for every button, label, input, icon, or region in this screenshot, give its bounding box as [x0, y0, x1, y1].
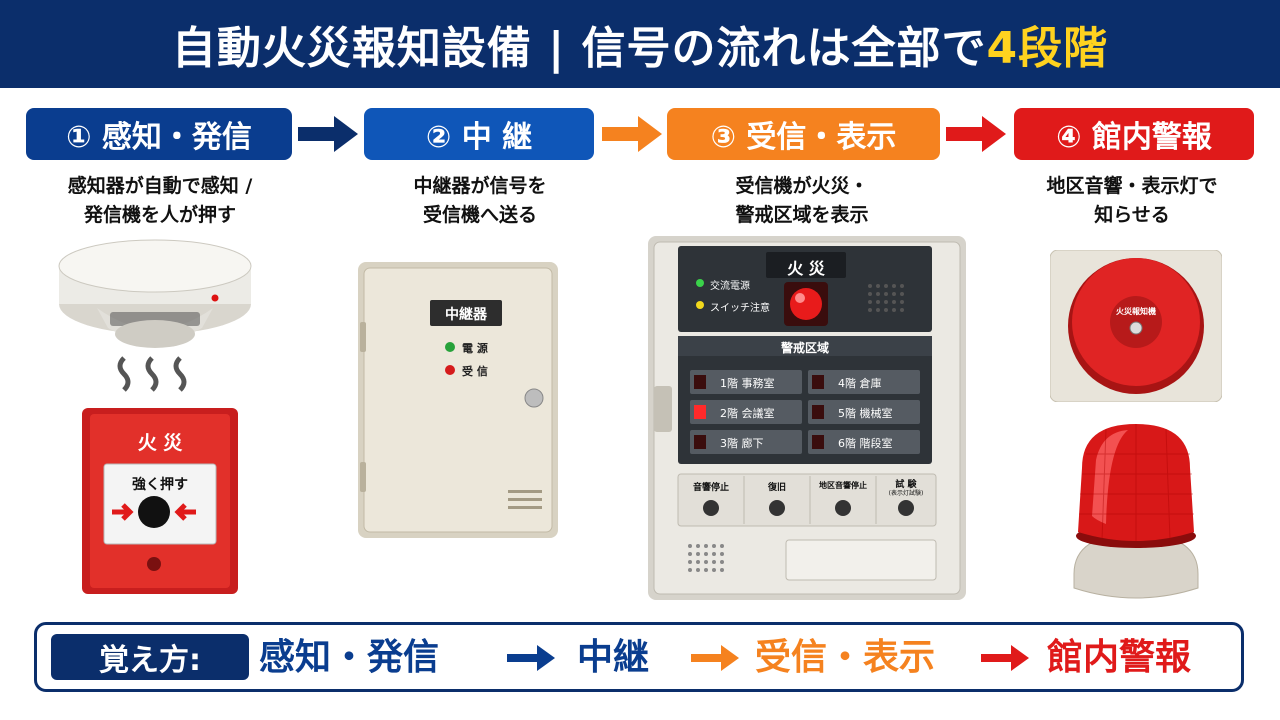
title-highlight: 4段階 — [986, 23, 1109, 74]
lamp-test-label: (表示灯試験) — [888, 490, 924, 497]
mnemonic-strip: 覚え方: 感知・発信 中継 受信・表示 館内警報 — [34, 622, 1244, 692]
indicator-lamp-icon — [1073, 424, 1199, 599]
arrow-1-icon — [298, 116, 358, 152]
area-sound-stop-label: 地区音響停止 — [819, 481, 867, 490]
mnemonic-tag: 覚え方: — [51, 634, 249, 680]
smoke-detector-icon — [58, 239, 252, 392]
header-banner: 自動火災報知設備 | 信号の流れは全部で4段階 — [0, 0, 1280, 88]
step-4-description: 地区音響・表示灯で知らせる — [1046, 175, 1218, 226]
zone-item: 5階 機械室 — [838, 407, 893, 420]
zone-item: 2階 会議室 — [720, 407, 775, 420]
mnemonic-item: 館内警報 — [1047, 637, 1192, 678]
alarm-bell: 火災報知機 — [1050, 250, 1222, 402]
reset-label: 復旧 — [767, 483, 786, 493]
step-3-label: ③ 受信・表示 — [667, 108, 940, 160]
receiver-control-panel: 火 災 交流電源 スイッチ注意 警戒区域 1階 事務室 4階 倉庫 2階 会議室… — [648, 236, 966, 600]
arrow-2-icon — [602, 116, 662, 152]
step-4-label: ④ 館内警報 — [1014, 108, 1254, 160]
zone-title-label: 警戒区域 — [780, 341, 829, 355]
mnemonic-arrow-icon — [981, 645, 1029, 671]
relay-plate-label: 中継器 — [445, 307, 487, 323]
mnemonic-arrow-icon — [691, 645, 739, 671]
test-label: 試 験 — [895, 480, 917, 490]
zone-item: 1階 事務室 — [720, 377, 775, 390]
panel-fire-label: 火 災 — [787, 259, 825, 278]
arrow-3-icon — [946, 116, 1006, 152]
zone-item: 6階 階段室 — [838, 437, 893, 450]
mnemonic-item: 感知・発信 — [259, 637, 440, 678]
sound-stop-label: 音響停止 — [692, 483, 729, 493]
relay-power-label: 電 源 — [462, 342, 488, 355]
mnemonic-item: 受信・表示 — [755, 637, 936, 678]
switch-note-label: スイッチ注意 — [710, 303, 770, 314]
station-fire-label: 火 災 — [137, 432, 183, 454]
step-2-label: ② 中 継 — [364, 108, 594, 160]
relay-receive-label: 受 信 — [462, 365, 488, 378]
mnemonic-item: 中継 — [577, 637, 650, 678]
step-1-label: ① 感知・発信 — [26, 108, 292, 160]
step-3-description: 受信機が火災・警戒区域を表示 — [735, 175, 869, 226]
step-1-description: 感知器が自動で感知 /発信機を人が押す — [67, 175, 253, 226]
title-main: 自動火災報知設備 | 信号の流れは全部で — [171, 23, 987, 74]
press-strongly-label: 強く押す — [132, 477, 188, 493]
zone-item: 4階 倉庫 — [838, 377, 882, 390]
ac-power-label: 交流電源 — [710, 281, 750, 292]
step-2-description: 中継器が信号を受信機へ送る — [413, 175, 547, 226]
page-title: 自動火災報知設備 | 信号の流れは全部で4段階 — [172, 12, 1108, 76]
manual-fire-alarm-station: 火 災 強く押す — [82, 408, 238, 594]
mnemonic-arrow-icon — [507, 645, 555, 671]
zone-item: 3階 廊下 — [720, 437, 764, 450]
relay-repeater-box: 中継器 電 源 受 信 — [358, 262, 558, 538]
bell-label: 火災報知機 — [1116, 307, 1156, 316]
